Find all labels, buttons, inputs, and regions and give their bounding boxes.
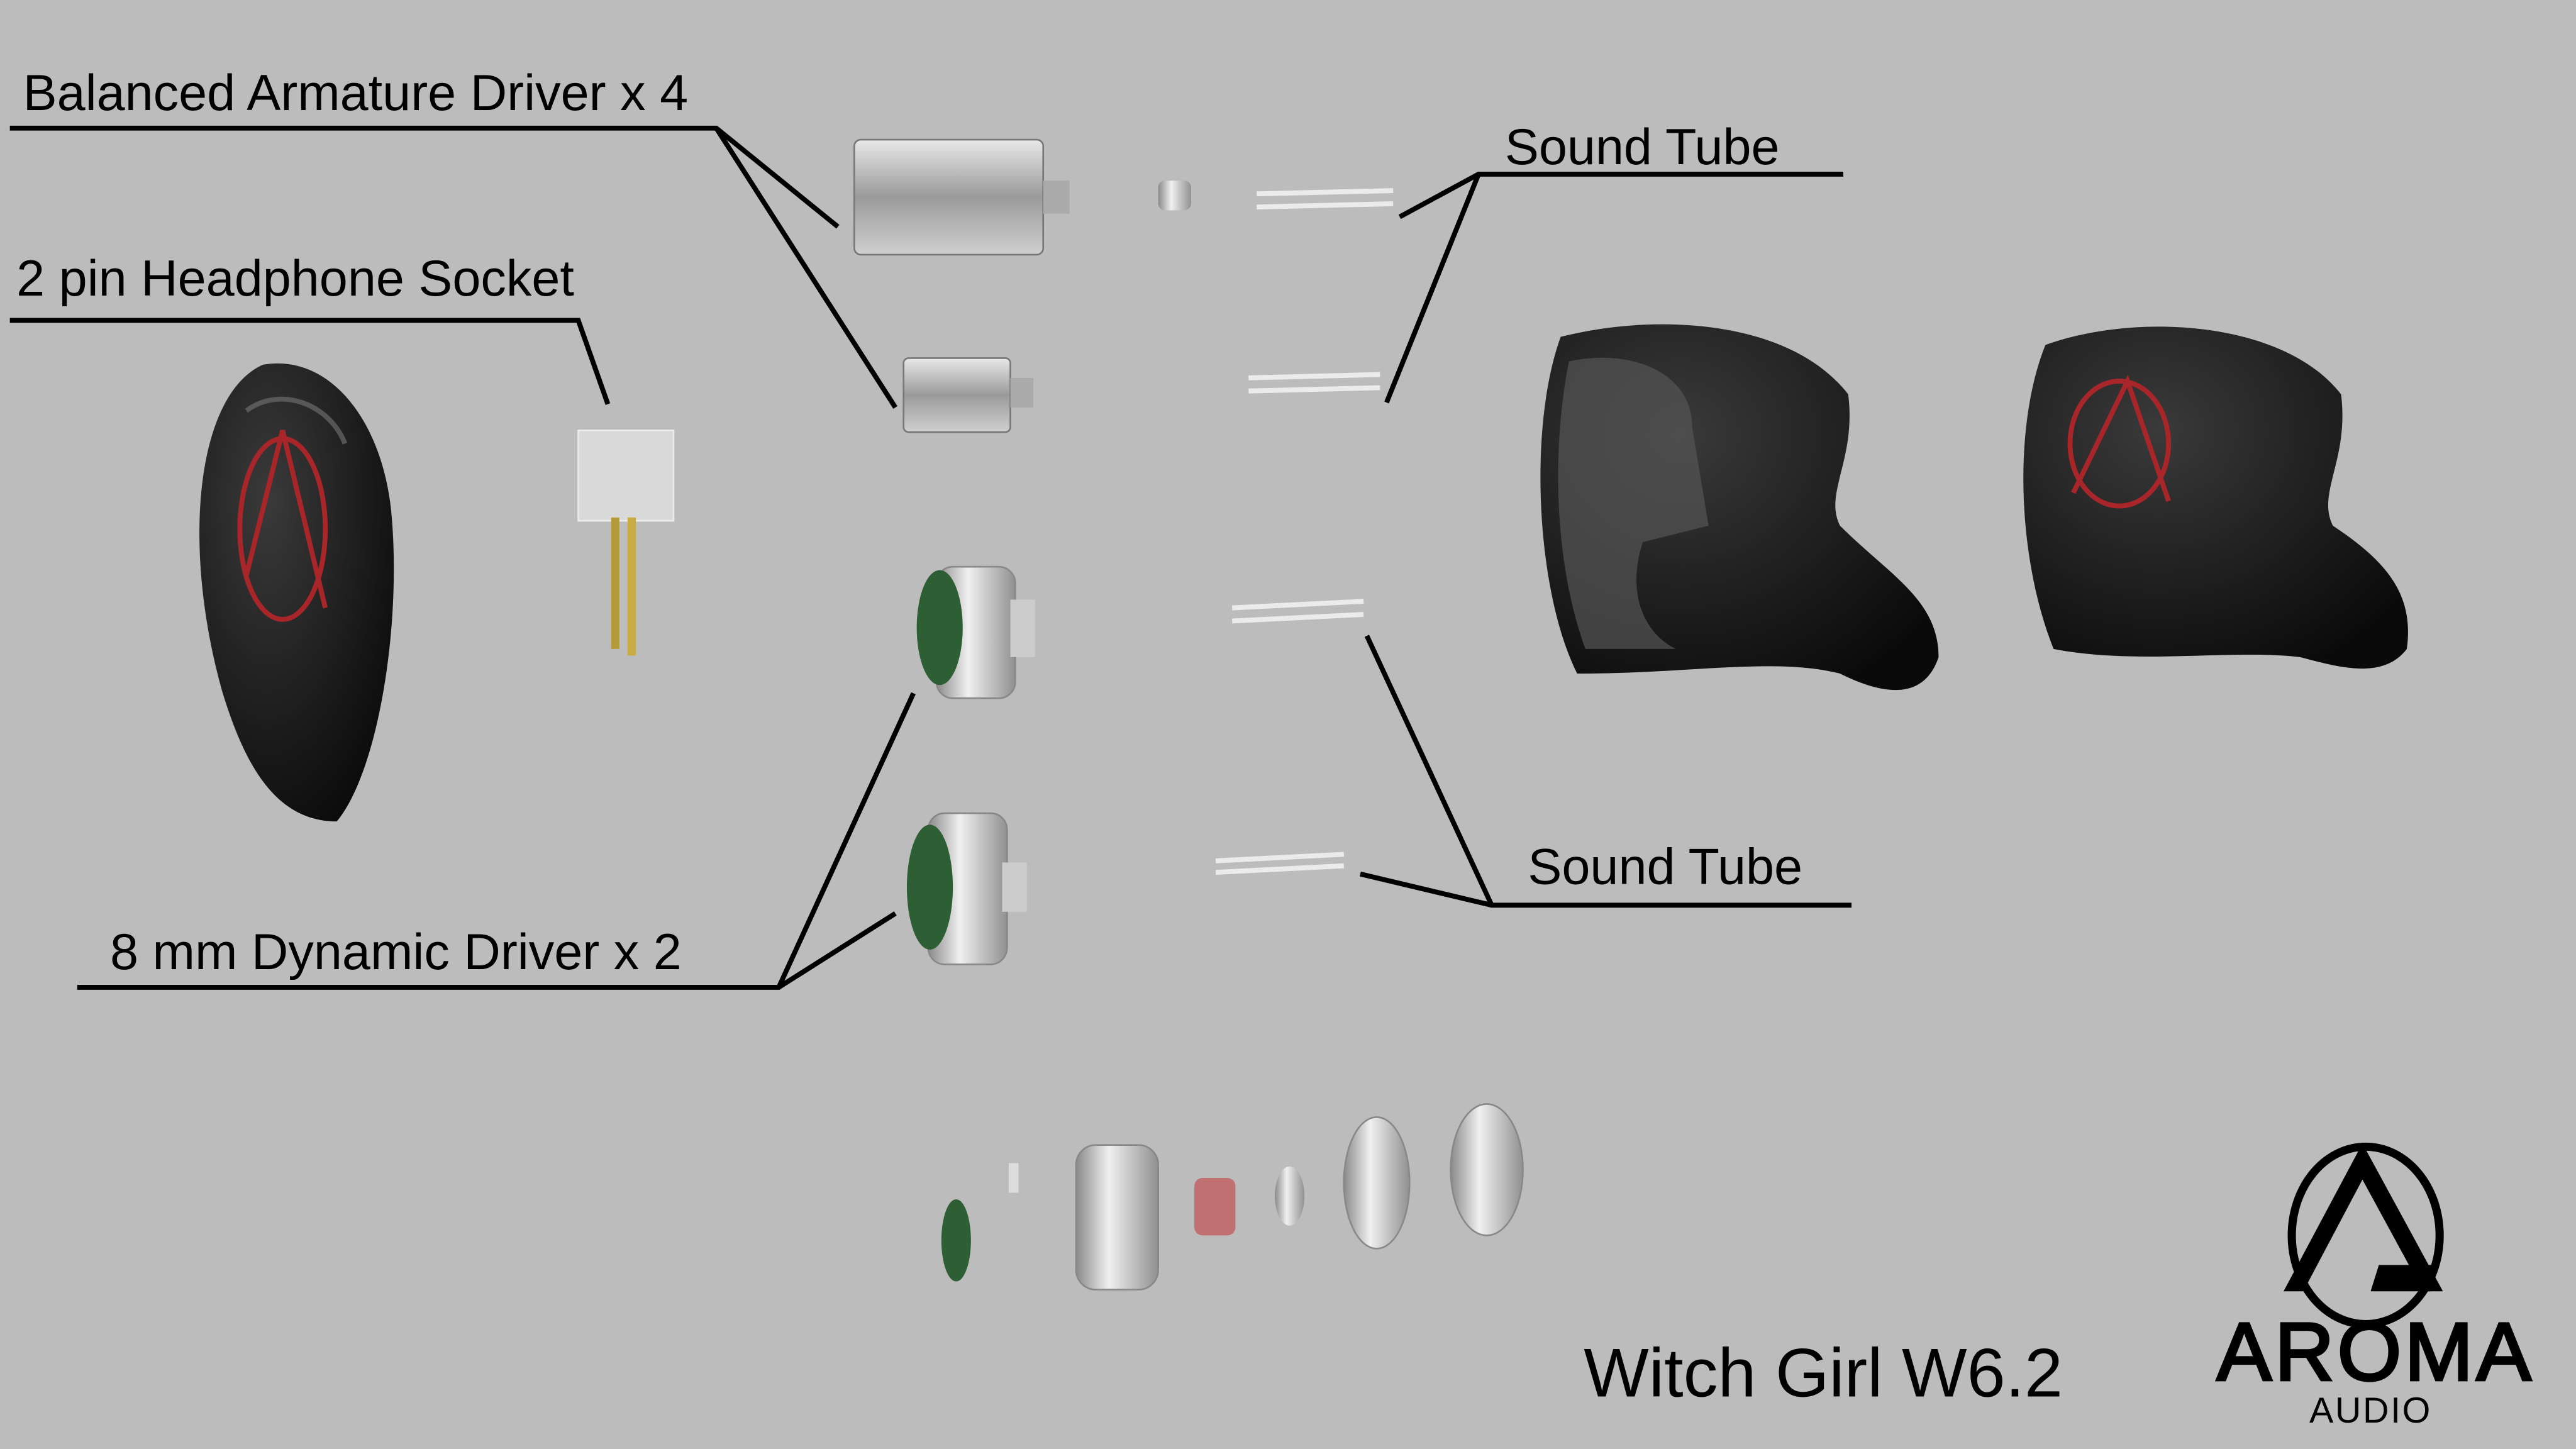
aroma-logo-icon: [2284, 1142, 2444, 1328]
small-parts: [941, 1103, 1524, 1291]
label-sound-tube-bottom: Sound Tube: [1528, 838, 1802, 895]
shell-logo-icon: [2067, 374, 2172, 509]
faceplate: [199, 363, 394, 822]
faceplate-logo-icon: [237, 430, 328, 622]
dynamic-driver-1: [916, 565, 1035, 699]
shell-closed: [2023, 326, 2408, 669]
label-ba-driver: Balanced Armature Driver x 4: [23, 65, 689, 121]
product-name: Witch Girl W6.2: [1584, 1335, 2063, 1411]
aroma-audio-logo: AROMA AUDIO: [2216, 1142, 2534, 1431]
label-sound-tube-top: Sound Tube: [1505, 119, 1780, 175]
leader-lines: [9, 125, 1852, 990]
ba-driver-large: [853, 138, 1191, 256]
headphone-socket: [577, 430, 675, 656]
sound-tubes: [1215, 188, 1394, 875]
brand-sub: AUDIO: [2309, 1391, 2432, 1431]
brand-name: AROMA: [2217, 1306, 2534, 1397]
shell-open: [1540, 324, 1939, 691]
dynamic-driver-2: [906, 812, 1027, 965]
label-socket: 2 pin Headphone Socket: [16, 250, 574, 307]
ba-driver-small: [902, 357, 1034, 433]
label-dynamic-driver: 8 mm Dynamic Driver x 2: [110, 924, 682, 980]
